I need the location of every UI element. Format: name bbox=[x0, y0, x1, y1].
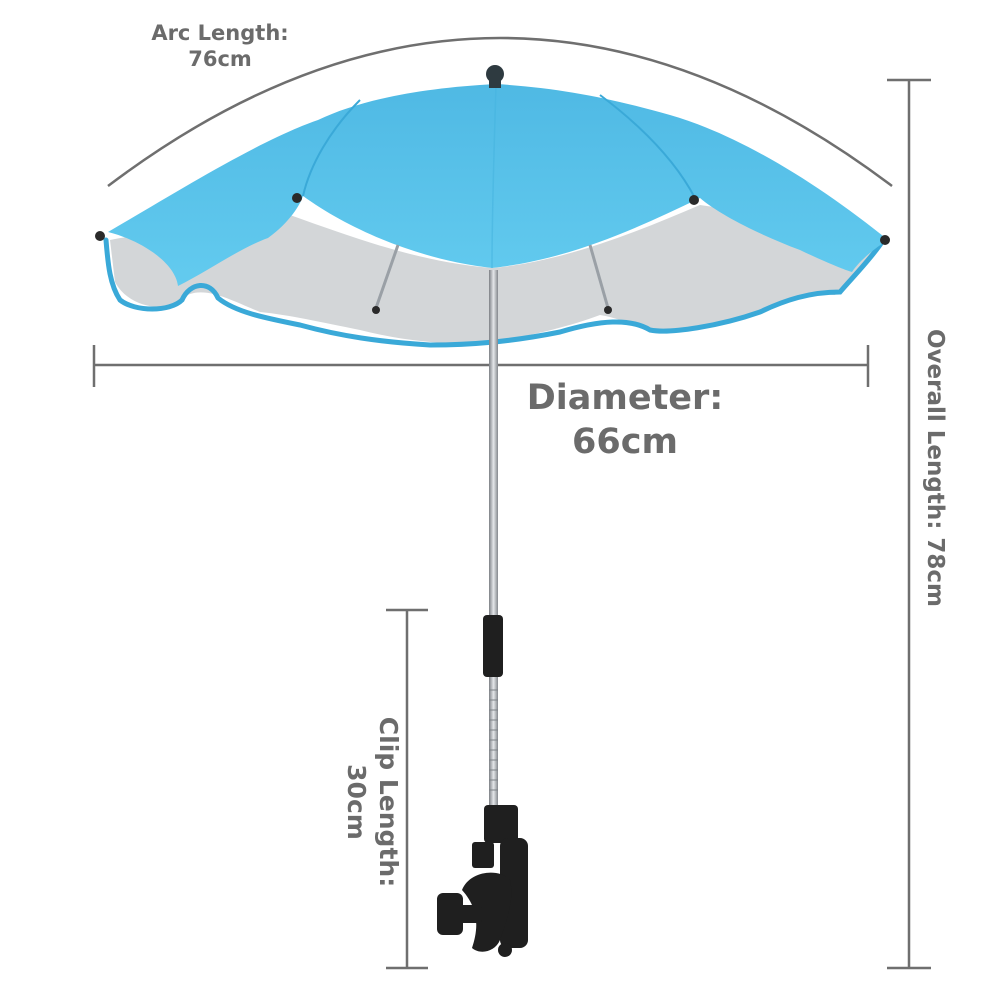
gooseneck-coils bbox=[489, 689, 498, 791]
arc-length-label: Arc Length: 76cm bbox=[145, 20, 295, 72]
arc-length-title: Arc Length: bbox=[151, 21, 289, 45]
canopy-tip-far-right bbox=[880, 235, 890, 245]
canopy-seam-center bbox=[491, 85, 497, 269]
diameter-title: Diameter: bbox=[526, 378, 724, 418]
clamp bbox=[437, 805, 528, 957]
canopy-tip-far-left bbox=[95, 231, 105, 241]
rib-tip-right bbox=[604, 306, 612, 314]
diameter-value: 66cm bbox=[572, 422, 678, 462]
rib-left bbox=[374, 244, 400, 309]
overall-length-label: Overall Length: 78cm bbox=[922, 328, 948, 608]
clip-length-value: 30cm bbox=[342, 764, 371, 840]
top-finial-base bbox=[489, 80, 501, 88]
canopy-edge-trim bbox=[103, 237, 885, 348]
pole-grip bbox=[483, 615, 503, 677]
arc-length-dimension-line bbox=[107, 36, 893, 187]
canopy-tip-left bbox=[292, 193, 302, 203]
canopy-top bbox=[108, 84, 888, 286]
canopy-seam-left bbox=[302, 99, 361, 197]
top-finial bbox=[486, 65, 504, 83]
diameter-label: Diameter: 66cm bbox=[495, 376, 755, 464]
clip-length-label: Clip Length: 30cm bbox=[340, 702, 404, 902]
canopy-seam-right bbox=[599, 94, 696, 199]
umbrella-pole bbox=[489, 270, 498, 620]
canopy-tip-right bbox=[689, 195, 699, 205]
clip-length-title: Clip Length: bbox=[374, 716, 403, 888]
rib-right bbox=[588, 244, 610, 309]
arc-length-value: 76cm bbox=[188, 47, 252, 71]
rib-tip-left bbox=[372, 306, 380, 314]
gooseneck bbox=[489, 677, 498, 807]
